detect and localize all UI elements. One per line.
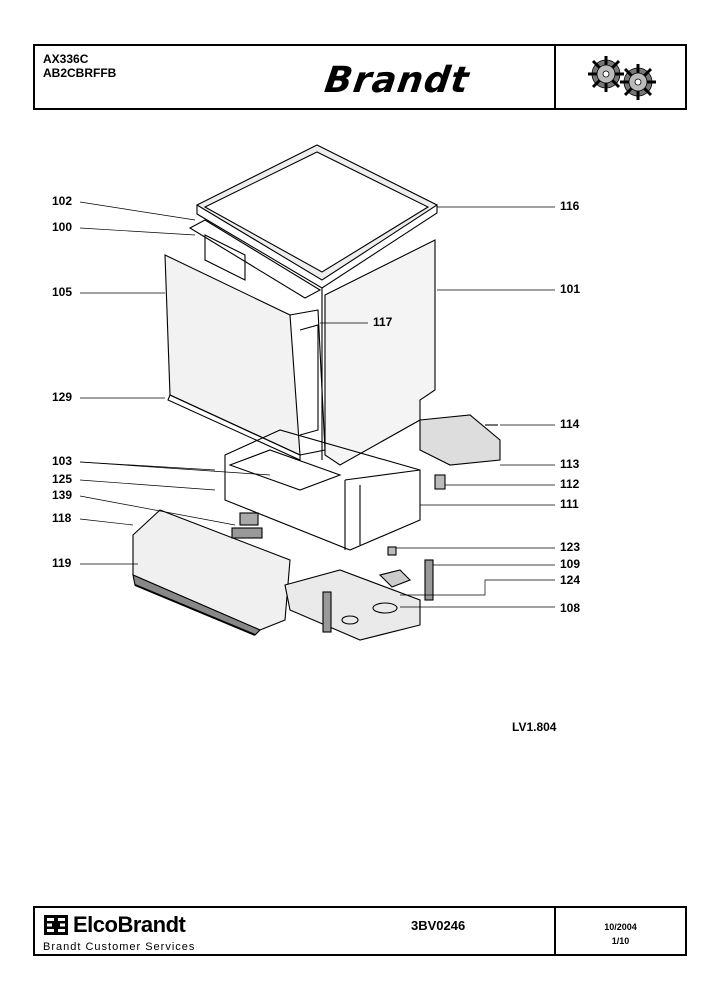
callout-108: 108 xyxy=(560,601,581,615)
company-name: ElcoBrandt xyxy=(73,912,186,937)
exploded-parts-diagram: 102 100 105 129 103 125 139 118 119 116 … xyxy=(0,130,707,670)
gears-icon xyxy=(588,56,656,100)
callout-125: 125 xyxy=(52,472,73,486)
callout-103: 103 xyxy=(52,454,73,468)
dishwasher-exploded-drawing xyxy=(79,144,555,641)
callout-117: 117 xyxy=(373,315,393,329)
page-number: 1/10 xyxy=(611,936,630,946)
company-logo: ElcoBrandt xyxy=(43,912,186,938)
callout-123: 123 xyxy=(560,540,581,554)
brand-logo: Brandt xyxy=(322,60,472,101)
callout-111: 111 xyxy=(560,497,579,511)
callout-139: 139 xyxy=(52,488,73,502)
base-plate-part xyxy=(284,569,421,641)
cabinet-side-part xyxy=(324,239,436,466)
document-date: 10/2004 xyxy=(604,922,637,932)
document-code: 3BV0246 xyxy=(411,918,466,933)
model-numbers: AX336C AB2CBRFFB xyxy=(43,52,116,80)
callout-101: 101 xyxy=(560,282,581,296)
elcobrandt-mark-icon xyxy=(44,915,68,935)
callout-109: 109 xyxy=(560,557,581,571)
callout-129: 129 xyxy=(52,390,73,404)
logo-box xyxy=(554,44,687,110)
callout-118: 118 xyxy=(52,511,72,525)
callout-119: 119 xyxy=(52,556,72,570)
callout-105: 105 xyxy=(52,285,73,299)
footer-frame: ElcoBrandt Brandt Customer Services 3BV0… xyxy=(33,906,687,956)
callout-112: 112 xyxy=(560,477,580,491)
callout-100: 100 xyxy=(52,220,73,234)
door-panel-part xyxy=(164,254,301,456)
header-frame: AX336C AB2CBRFFB Brandt xyxy=(33,44,687,110)
date-page-box: 10/2004 1/10 xyxy=(554,906,687,956)
service-label: Brandt Customer Services xyxy=(43,941,196,953)
callout-113: 113 xyxy=(560,457,580,471)
callout-102: 102 xyxy=(52,194,73,208)
model-line-1: AX336C xyxy=(43,52,89,66)
base-frame-part xyxy=(224,429,421,551)
callout-114: 114 xyxy=(560,417,580,431)
callout-116: 116 xyxy=(560,199,580,213)
drawing-reference: LV1.804 xyxy=(512,720,557,734)
model-line-2: AB2CBRFFB xyxy=(43,66,117,80)
side-bracket-part xyxy=(419,414,501,466)
callout-124: 124 xyxy=(560,573,581,587)
